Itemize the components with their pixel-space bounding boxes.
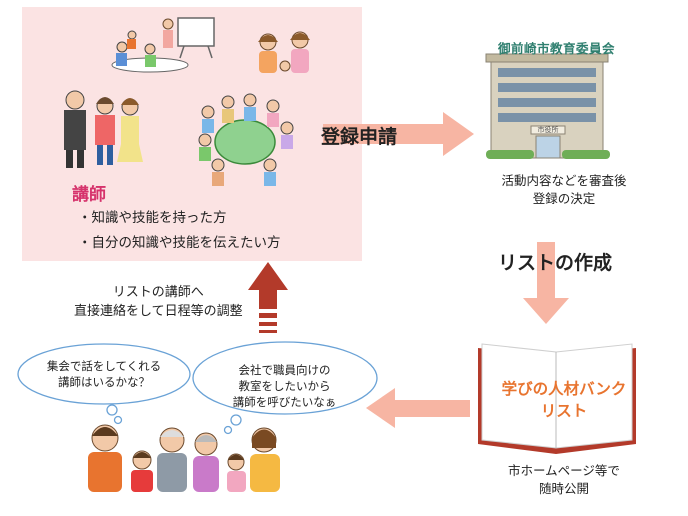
lecturer-bullet: ・自分の知識や技能を伝えたい方	[78, 235, 281, 251]
decision-caption-line: 登録の決定	[532, 191, 596, 206]
lecture-illustration	[111, 17, 215, 73]
speakers-illustration	[64, 90, 143, 168]
contact-caption-line: 直接連絡をして日程等の調整	[74, 304, 243, 319]
register-arrow-icon	[323, 112, 474, 156]
decision-caption: 活動内容などを審査後 登録の決定	[478, 172, 650, 208]
book-title-line: リスト	[540, 402, 588, 420]
thought-bubble-right	[192, 341, 378, 435]
building-sign: 市役所	[537, 126, 559, 134]
register-label: 登録申請	[321, 126, 398, 148]
decision-caption-line: 活動内容などを審査後	[501, 173, 627, 188]
book-title-line: 学びの人材バンク	[501, 380, 627, 398]
bubble-right-line: 講師を呼びたいなぁ	[232, 395, 337, 409]
contact-caption: リストの講師へ 直接連絡をして日程等の調整	[74, 283, 243, 321]
book-title: 学びの人材バンク リスト	[487, 378, 641, 422]
city-hall-icon	[485, 53, 610, 159]
book-icon	[478, 343, 636, 454]
publish-caption-line: 随時公開	[538, 481, 589, 496]
thought-bubble-left	[17, 343, 191, 425]
list-create-arrow-icon	[523, 242, 569, 324]
bubble-right-text: 会社で職員向けの 教室をしたいから 講師を呼びたいなぁ	[202, 362, 367, 410]
publish-caption-line: 市ホームページ等で	[508, 463, 620, 478]
lecturer-bullet: ・知識や技能を持った方	[78, 210, 227, 226]
list-create-label: リストの作成	[498, 252, 613, 274]
publish-caption: 市ホームページ等で 随時公開	[478, 462, 650, 498]
bubble-right-line: 教室をしたいから	[238, 379, 331, 393]
family-illustration	[88, 424, 280, 492]
bubble-left-line: 講師はいるかな？	[58, 375, 150, 389]
publish-arrow-icon	[366, 388, 470, 428]
parents-illustration	[258, 31, 310, 73]
org-name: 御前崎市教育委員会	[498, 41, 616, 56]
bubble-left-text: 集会で話をしてくれる 講師はいるかな？	[24, 358, 184, 390]
lecturer-title: 講師	[72, 185, 106, 205]
contact-arrow-icon	[248, 262, 288, 333]
bubble-left-line: 集会で話をしてくれる	[46, 359, 162, 373]
meeting-illustration	[198, 93, 294, 186]
bubble-right-line: 会社で職員向けの	[238, 363, 331, 377]
contact-caption-line: リストの講師へ	[112, 285, 204, 300]
